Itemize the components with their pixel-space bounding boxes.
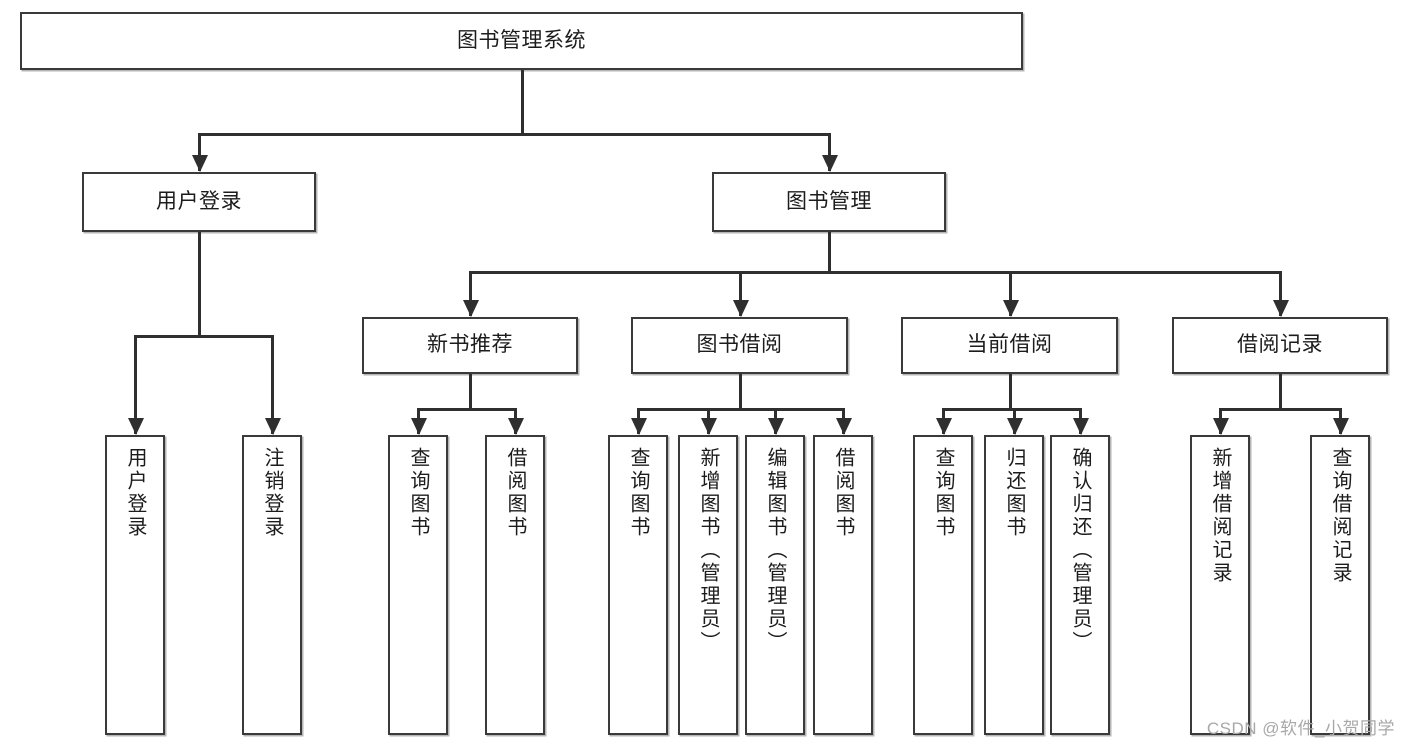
arrow-head-icon (701, 418, 717, 435)
node-borrow-record[interactable]: 借阅记录 (1172, 317, 1388, 374)
node-leaf-query-book-2[interactable]: 查询图书 (608, 435, 668, 735)
connector-stem (1279, 374, 1282, 408)
arrow-head-icon (265, 418, 281, 435)
node-label: 图书借阅 (696, 333, 783, 357)
connector-branch (271, 335, 274, 434)
node-label: 注销登录 (261, 447, 283, 539)
node-book-borrow[interactable]: 图书借阅 (631, 317, 848, 374)
connector-stem (828, 232, 831, 271)
connector-branch (828, 133, 831, 171)
arrow-head-icon (411, 418, 427, 435)
node-label: 新增图书（管理员） (697, 447, 719, 654)
node-label: 新增借阅记录 (1209, 447, 1231, 585)
node-leaf-query-book-1[interactable]: 查询图书 (388, 435, 448, 735)
node-new-book-recommend[interactable]: 新书推荐 (362, 317, 578, 374)
connector-root-stem (520, 70, 524, 133)
arrow-head-icon (1073, 418, 1089, 435)
connector-branch (134, 335, 137, 434)
node-label: 查询借阅记录 (1329, 447, 1351, 585)
arrow-head-icon (1333, 418, 1349, 435)
node-label: 用户登录 (156, 189, 242, 213)
arrow-head-icon (732, 300, 749, 317)
arrow-head-icon (836, 418, 852, 435)
node-label: 用户登录 (124, 447, 146, 539)
node-label: 新书推荐 (427, 333, 513, 357)
connector-bus (469, 271, 1282, 274)
node-label: 图书管理 (786, 189, 872, 213)
connector-bus (637, 408, 845, 411)
connector-root-bus (198, 133, 831, 136)
node-label: 借阅图书 (504, 447, 526, 539)
node-leaf-borrow-book-1[interactable]: 借阅图书 (485, 435, 545, 735)
node-label: 查询图书 (932, 447, 954, 539)
node-label: 借阅记录 (1237, 333, 1323, 357)
arrow-head-icon (1273, 300, 1289, 317)
node-label: 查询图书 (407, 447, 429, 539)
node-leaf-borrow-book-2[interactable]: 借阅图书 (813, 435, 873, 735)
node-leaf-user-login[interactable]: 用户登录 (105, 435, 165, 735)
node-leaf-query-record[interactable]: 查询借阅记录 (1310, 435, 1370, 735)
node-leaf-return-book[interactable]: 归还图书 (984, 435, 1044, 735)
node-current-borrow[interactable]: 当前借阅 (901, 317, 1118, 374)
arrow-head-icon (1213, 418, 1229, 435)
node-label: 查询图书 (627, 447, 649, 539)
connector-bus (417, 408, 517, 411)
connector-branch (1008, 271, 1012, 316)
node-label: 当前借阅 (966, 333, 1053, 357)
connector-branch (198, 133, 201, 171)
node-label: 确认归还（管理员） (1069, 447, 1091, 654)
watermark-label: CSDN @软件_小贺同学 (1206, 719, 1395, 738)
arrow-head-icon (822, 155, 838, 172)
node-label: 归还图书 (1003, 447, 1025, 539)
node-label: 编辑图书（管理员） (764, 447, 786, 654)
arrow-head-icon (631, 418, 647, 435)
connector-stem (469, 374, 472, 408)
arrow-head-icon (768, 418, 784, 435)
arrow-head-icon (508, 418, 524, 435)
arrow-head-icon (128, 418, 144, 435)
connector-branch (738, 271, 742, 316)
connector-stem (1008, 374, 1012, 408)
arrow-head-icon (1002, 300, 1019, 317)
node-label: 借阅图书 (832, 447, 854, 539)
arrow-head-icon (936, 418, 952, 435)
node-leaf-logout[interactable]: 注销登录 (242, 435, 302, 735)
connector-bus (942, 408, 1082, 411)
connector-branch (469, 271, 472, 316)
node-label: 图书管理系统 (457, 28, 586, 52)
connector-stem (198, 232, 201, 335)
node-root[interactable]: 图书管理系统 (20, 12, 1023, 70)
arrow-head-icon (1007, 418, 1023, 435)
node-leaf-confirm-return[interactable]: 确认归还（管理员） (1050, 435, 1110, 735)
node-leaf-query-book-3[interactable]: 查询图书 (913, 435, 973, 735)
node-leaf-add-book[interactable]: 新增图书（管理员） (678, 435, 738, 735)
connector-branch (1279, 271, 1282, 316)
arrow-head-icon (192, 155, 208, 172)
node-leaf-edit-book[interactable]: 编辑图书（管理员） (745, 435, 805, 735)
connector-bus (134, 335, 274, 338)
arrow-head-icon (463, 300, 479, 317)
node-user-login[interactable]: 用户登录 (82, 172, 316, 232)
connector-stem (738, 374, 742, 408)
node-book-manage[interactable]: 图书管理 (712, 172, 946, 232)
connector-bus (1219, 408, 1342, 411)
node-leaf-add-record[interactable]: 新增借阅记录 (1190, 435, 1250, 735)
